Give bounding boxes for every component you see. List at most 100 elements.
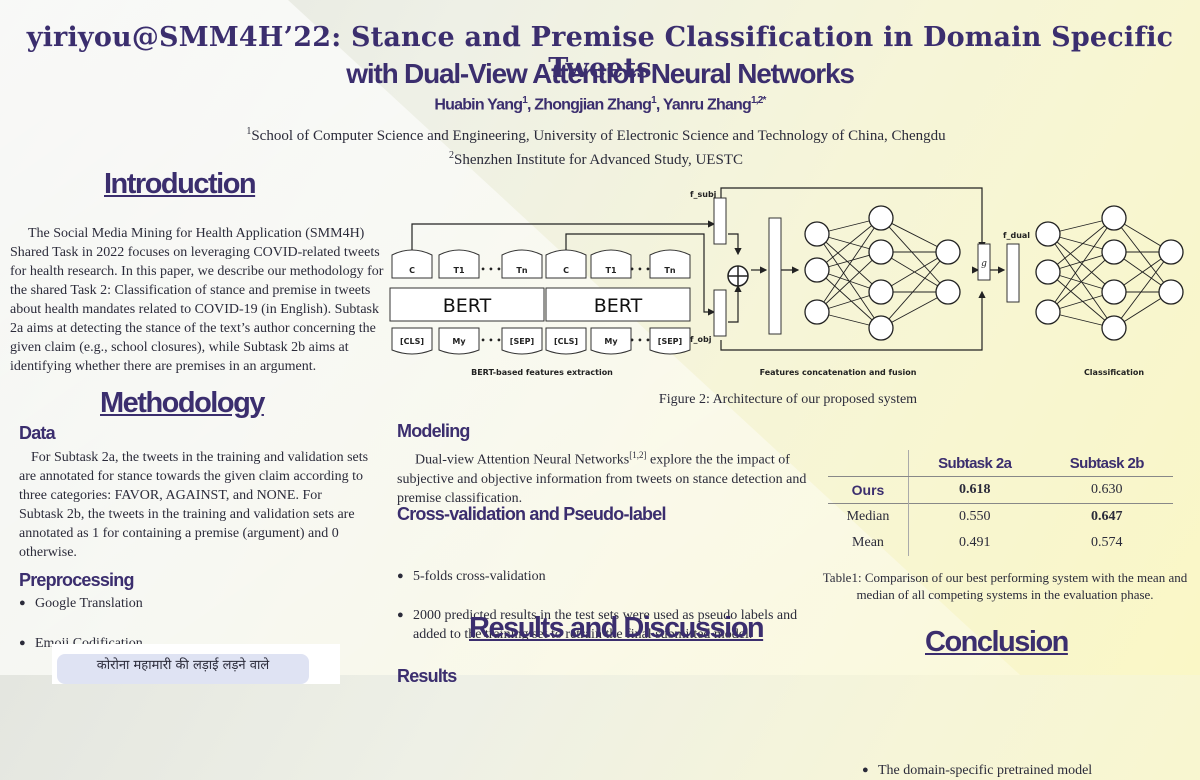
network-node [1101,205,1127,231]
gate-label: g [981,259,987,269]
network-node [1101,315,1127,341]
token-top: C [563,266,569,275]
gate-box [977,243,991,281]
network-edge [816,269,882,329]
modeling-text-part: Dual-view Attention Neural Networks [415,452,630,468]
network-node [868,205,894,231]
f-subj-label: f_subj [690,190,717,199]
affiliation-1: 1School of Computer Science and Engineer… [0,126,1192,145]
table-cell: 0.618 [907,476,1041,504]
network-node [868,315,894,341]
modeling-text: Dual-view Attention Neural Networks[1,2]… [397,446,809,508]
token-top: C [409,266,415,275]
network-node [935,239,961,265]
network-node [1035,259,1061,285]
authors: Huabin Yang1, Zhongjian Zhang1, Yanru Zh… [434,95,766,114]
network-node [1101,279,1127,305]
author-sup: 1 [651,95,657,106]
table-caption: Table1: Comparison of our best performin… [822,570,1188,602]
token-top: Tn [516,266,527,275]
affiliation-sup: 1 [246,126,252,137]
cv-item: 5-folds cross-validation [397,567,833,586]
network-node [804,257,830,283]
affiliation-text: Shenzhen Institute for Advanced Study, U… [454,152,743,168]
concat-box [768,217,782,335]
token-top: T1 [605,266,616,275]
network-node [868,279,894,305]
ellipsis: • • • [481,265,502,274]
modeling-text-part: explore the the impact of subjective and… [397,452,807,506]
network-edge [1047,271,1115,329]
row-label: Ours [828,476,909,504]
token-bottom: [CLS] [400,337,424,346]
table-header: Subtask 2b [1040,450,1173,477]
author-name: Zhongjian Zhang [534,96,652,114]
network-edge [880,251,949,329]
architecture-diagram: C T1 • • • Tn BERT [CLS] My • • • [SEP] … [389,187,1184,377]
conclusion-item: The domain-specific pretrained model [862,761,1200,780]
network-edge [816,217,882,313]
table-cell: 0.574 [1091,535,1123,550]
bert-label: BERT [594,295,643,317]
ellipsis: • • • [481,336,502,345]
network-edge [1047,217,1115,313]
token-top: Tn [664,266,675,275]
conclusion-heading: Conclusion [925,626,1069,658]
cv-heading: Cross-validation and Pseudo-label [397,504,666,524]
section-label: BERT-based features extraction [471,368,613,377]
section-label: Features concatenation and fusion [760,368,917,377]
network-edge [880,217,949,293]
results-subheading: Results [397,666,457,686]
data-text: For Subtask 2a, the tweets in the traini… [19,450,369,560]
network-edge [816,251,882,313]
data-heading: Data [19,423,56,443]
network-node [1101,239,1127,265]
author-sup: 1 [522,95,528,106]
network-edge [1113,217,1172,293]
plus-icon [727,265,749,287]
table-row: Mean 0.491 0.574 [828,530,1173,556]
connector-lines [411,187,1006,351]
neural-net-fusion [804,205,961,341]
table-cell: 0.630 [1040,476,1173,504]
table-row: Ours 0.618 0.630 [828,476,1173,504]
f-dual-label: f_dual [1003,231,1030,240]
network-node [1035,299,1061,325]
table-row: Median 0.550 0.647 [828,503,1173,530]
results-heading: Results and Discussion [469,612,765,644]
author-name: Yanru Zhang [662,96,752,114]
affiliation-sup: 2 [449,150,454,161]
bert-block-left: C T1 • • • Tn BERT [CLS] My • • • [SEP] [389,249,545,355]
token-bottom: [SEP] [510,337,534,346]
ellipsis: • • • [630,336,651,345]
tweet-example-image: कोरोना महामारी की लड़ाई लड़ने वाले [52,644,340,684]
network-edge [1047,233,1115,293]
table-header: Subtask 2a [907,450,1041,477]
affiliation-2: 2Shenzhen Institute for Advanced Study, … [0,150,1192,169]
network-node [935,279,961,305]
f-dual-box [1006,243,1020,303]
preprocessing-item: Google Translation [19,594,1200,613]
f-subj-box [713,197,727,245]
f-obj-box [713,289,727,337]
token-bottom: [SEP] [658,337,682,346]
table-cell: 0.491 [907,530,1041,556]
results-table: Subtask 2a Subtask 2b Ours 0.618 0.630 M… [828,450,1173,556]
network-edge [816,233,882,293]
token-bottom: My [604,337,618,346]
network-node [804,221,830,247]
author-name: Huabin Yang [434,96,523,114]
author-sup: 1,2* [751,95,766,106]
modeling-heading: Modeling [397,421,470,441]
ellipsis: • • • [630,265,651,274]
preprocessing-heading: Preprocessing [19,570,134,590]
citation: [1,2] [629,450,647,460]
network-edge [1047,233,1115,329]
poster-title-line1: yiriyou@SMM4H’22: Stance and Premise Cla… [26,22,1174,84]
token-top: T1 [453,266,464,275]
network-node [1158,239,1184,265]
table-header-empty [828,450,909,477]
row-label: Mean [852,535,884,550]
network-edge [880,291,949,329]
neural-net-classifier [1035,205,1184,341]
